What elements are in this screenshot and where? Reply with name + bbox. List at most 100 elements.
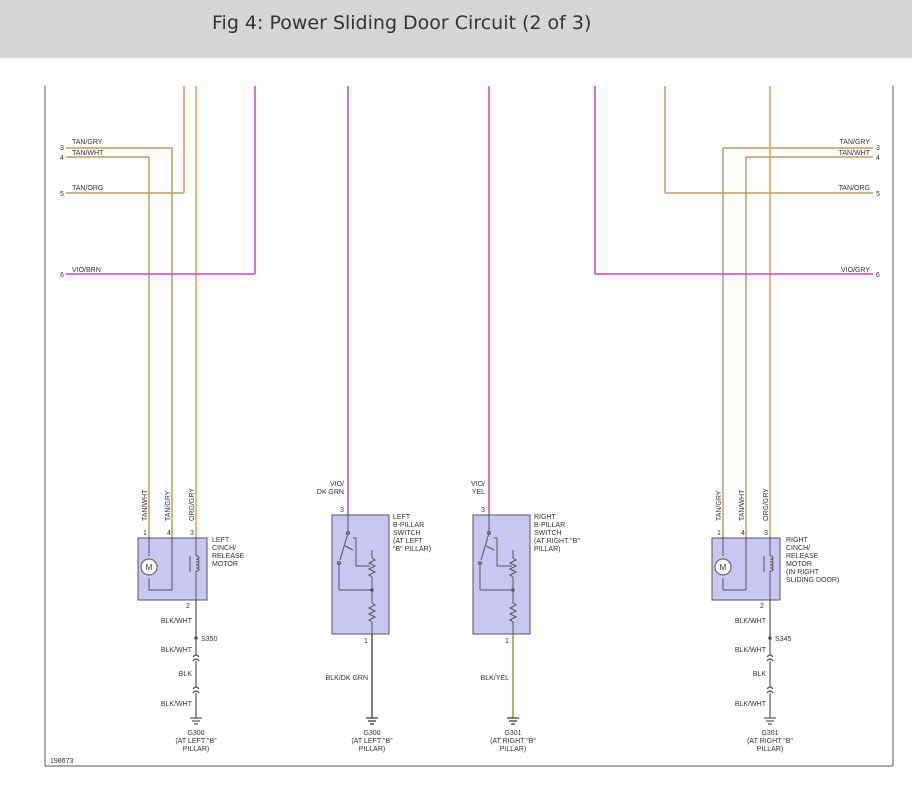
wire-label: TAN/GRY — [716, 490, 723, 521]
wire-label: TAN/WHT — [142, 489, 149, 521]
right-connector-pin: 6 — [876, 272, 880, 279]
right-motor-wire-labels: TAN/GRY TAN/WHT ORG/GRY 1 4 3 — [716, 488, 770, 537]
wire-label: ORG/GRY — [763, 488, 770, 521]
right-connector-pin: 4 — [876, 155, 880, 162]
ground-wire-label: BLK/WHT — [161, 647, 193, 654]
left-switch-name: LEFT B-PILLAR SWITCH (AT LEFT "B" PILLAR… — [393, 514, 431, 553]
ground-pin-number: 2 — [186, 603, 190, 610]
wire-label: DK GRN — [317, 489, 344, 496]
motor-symbol — [140, 558, 158, 576]
pin-number: 3 — [340, 507, 344, 514]
right-switch-box — [472, 514, 531, 635]
ground-label: G301 — [761, 730, 778, 737]
switch-feed-wires — [347, 86, 490, 515]
svg-text:RIGHT: RIGHT — [786, 537, 809, 544]
ground-wire-label: BLK/WHT — [735, 647, 767, 654]
pin-number: 1 — [364, 638, 368, 645]
ground-wire-label: BLK — [179, 671, 193, 678]
svg-text:(IN RIGHT: (IN RIGHT — [786, 569, 820, 576]
motor-symbol-label: M — [720, 563, 727, 572]
left-switch-box — [331, 514, 390, 635]
figure-header: Fig 4: Power Sliding Door Circuit (2 of … — [0, 0, 912, 58]
svg-text:CINCH/: CINCH/ — [212, 545, 236, 552]
right-switch-name: RIGHT B-PILLAR SWITCH (AT RIGHT "B" PILL… — [534, 514, 580, 553]
svg-text:SWITCH: SWITCH — [393, 530, 421, 537]
left-connector-wire-label: TAN/ORG — [72, 185, 103, 192]
pin-number: 1 — [143, 530, 147, 537]
right-harness-wires — [594, 86, 873, 538]
left-connector-wire-label: VIO/BRN — [72, 267, 101, 274]
svg-text:SLIDING DOOR): SLIDING DOOR) — [786, 577, 839, 584]
svg-text:SWITCH: SWITCH — [534, 530, 562, 537]
pin-number: 3 — [481, 507, 485, 514]
pin-number: 4 — [741, 530, 745, 537]
splice-label: S345 — [775, 636, 791, 643]
left-connector-pin: 6 — [60, 272, 64, 279]
svg-text:LEFT: LEFT — [212, 537, 230, 544]
splice-label: S350 — [201, 636, 217, 643]
right-connector-pin: 5 — [876, 191, 880, 198]
figure-title: Fig 4: Power Sliding Door Circuit (2 of … — [212, 12, 592, 34]
svg-text:RIGHT: RIGHT — [534, 514, 557, 521]
svg-text:B-PILLAR: B-PILLAR — [393, 522, 424, 529]
ground-label: G300 — [363, 730, 380, 737]
ground-label: (AT LEFT "B" — [351, 738, 393, 745]
right-connector-wire-label: VIO/GRY — [841, 267, 870, 274]
ground-label: (AT RIGHT "B" — [747, 738, 793, 745]
left-motor-name: LEFT CINCH/ RELEASE MOTOR — [212, 537, 245, 568]
wire-label: YEL — [472, 489, 485, 496]
left-connector-pin: 3 — [60, 145, 64, 152]
ground-wire-label: BLK/WHT — [161, 701, 193, 708]
ground-label: PILLAR) — [500, 746, 526, 753]
left-connector-wire-label: TAN/WHT — [72, 150, 104, 157]
ground-wire-label: BLK/WHT — [735, 701, 767, 708]
ground-wire-label: BLK — [753, 671, 767, 678]
ground-label: PILLAR) — [183, 746, 209, 753]
ground-label: (AT LEFT "B" — [175, 738, 217, 745]
right-cinch-motor: TAN/GRY TAN/WHT ORG/GRY 1 4 3 M RIGHT CI… — [711, 488, 839, 753]
ground-label: (AT RIGHT "B" — [490, 738, 536, 745]
ground-wire-label: BLK/WHT — [735, 618, 767, 625]
wire-label: VIO/ — [471, 481, 485, 488]
wire-label: TAN/GRY — [165, 490, 172, 521]
svg-text:(AT RIGHT "B": (AT RIGHT "B" — [534, 538, 580, 545]
wire-label: TAN/WHT — [739, 489, 746, 521]
ground-label: G301 — [504, 730, 521, 737]
pin-number: 4 — [167, 530, 171, 537]
splice-dot — [194, 636, 198, 640]
left-connector-pin: 4 — [60, 155, 64, 162]
pin-number: 3 — [190, 530, 194, 537]
ground-pin-number: 2 — [760, 603, 764, 610]
wire-label: ORG/GRY — [189, 488, 196, 521]
right-connector-wire-label: TAN/WHT — [839, 150, 871, 157]
left-connector-pin: 5 — [60, 191, 64, 198]
ground-wire-label: BLK/WHT — [161, 618, 193, 625]
ground-wire-label: BLK/DK GRN — [326, 675, 368, 682]
svg-text:LEFT: LEFT — [393, 514, 411, 521]
right-b-pillar-switch: VIO/ YEL 3 RIGHT B-PILLAR SWITCH — [471, 481, 580, 753]
motor-symbol-label: M — [146, 563, 153, 572]
svg-text:"B" PILLAR): "B" PILLAR) — [393, 546, 431, 553]
pin-number: 1 — [505, 638, 509, 645]
right-motor-name: RIGHT CINCH/ RELEASE MOTOR (IN RIGHT SLI… — [786, 537, 839, 584]
svg-text:MOTOR: MOTOR — [212, 561, 238, 568]
ground-label: G300 — [187, 730, 204, 737]
splice-dot — [768, 636, 772, 640]
left-harness-wires — [66, 86, 256, 538]
left-connector-wire-label: TAN/GRY — [72, 139, 103, 146]
right-connector-pin: 3 — [876, 145, 880, 152]
svg-text:(AT LEFT: (AT LEFT — [393, 538, 423, 545]
motor-symbol — [714, 558, 732, 576]
svg-text:RELEASE: RELEASE — [786, 553, 819, 560]
svg-text:PILLAR): PILLAR) — [534, 546, 560, 553]
svg-text:MOTOR: MOTOR — [786, 561, 812, 568]
ground-label: PILLAR) — [359, 746, 385, 753]
left-cinch-motor: TAN/WHT TAN/GRY ORG/GRY 1 4 3 M LEFT CIN… — [137, 488, 245, 753]
svg-text:RELEASE: RELEASE — [212, 553, 245, 560]
left-b-pillar-switch: VIO/ DK GRN 3 LEFT B-PILLAR SWITCH — [317, 481, 431, 753]
left-connector-labels: 3 TAN/GRY 4 TAN/WHT 5 TAN/ORG 6 VIO/BRN — [60, 139, 104, 279]
figure-id: 198673 — [50, 758, 73, 765]
right-connector-wire-label: TAN/GRY — [840, 139, 871, 146]
right-connector-wire-label: TAN/ORG — [839, 185, 870, 192]
